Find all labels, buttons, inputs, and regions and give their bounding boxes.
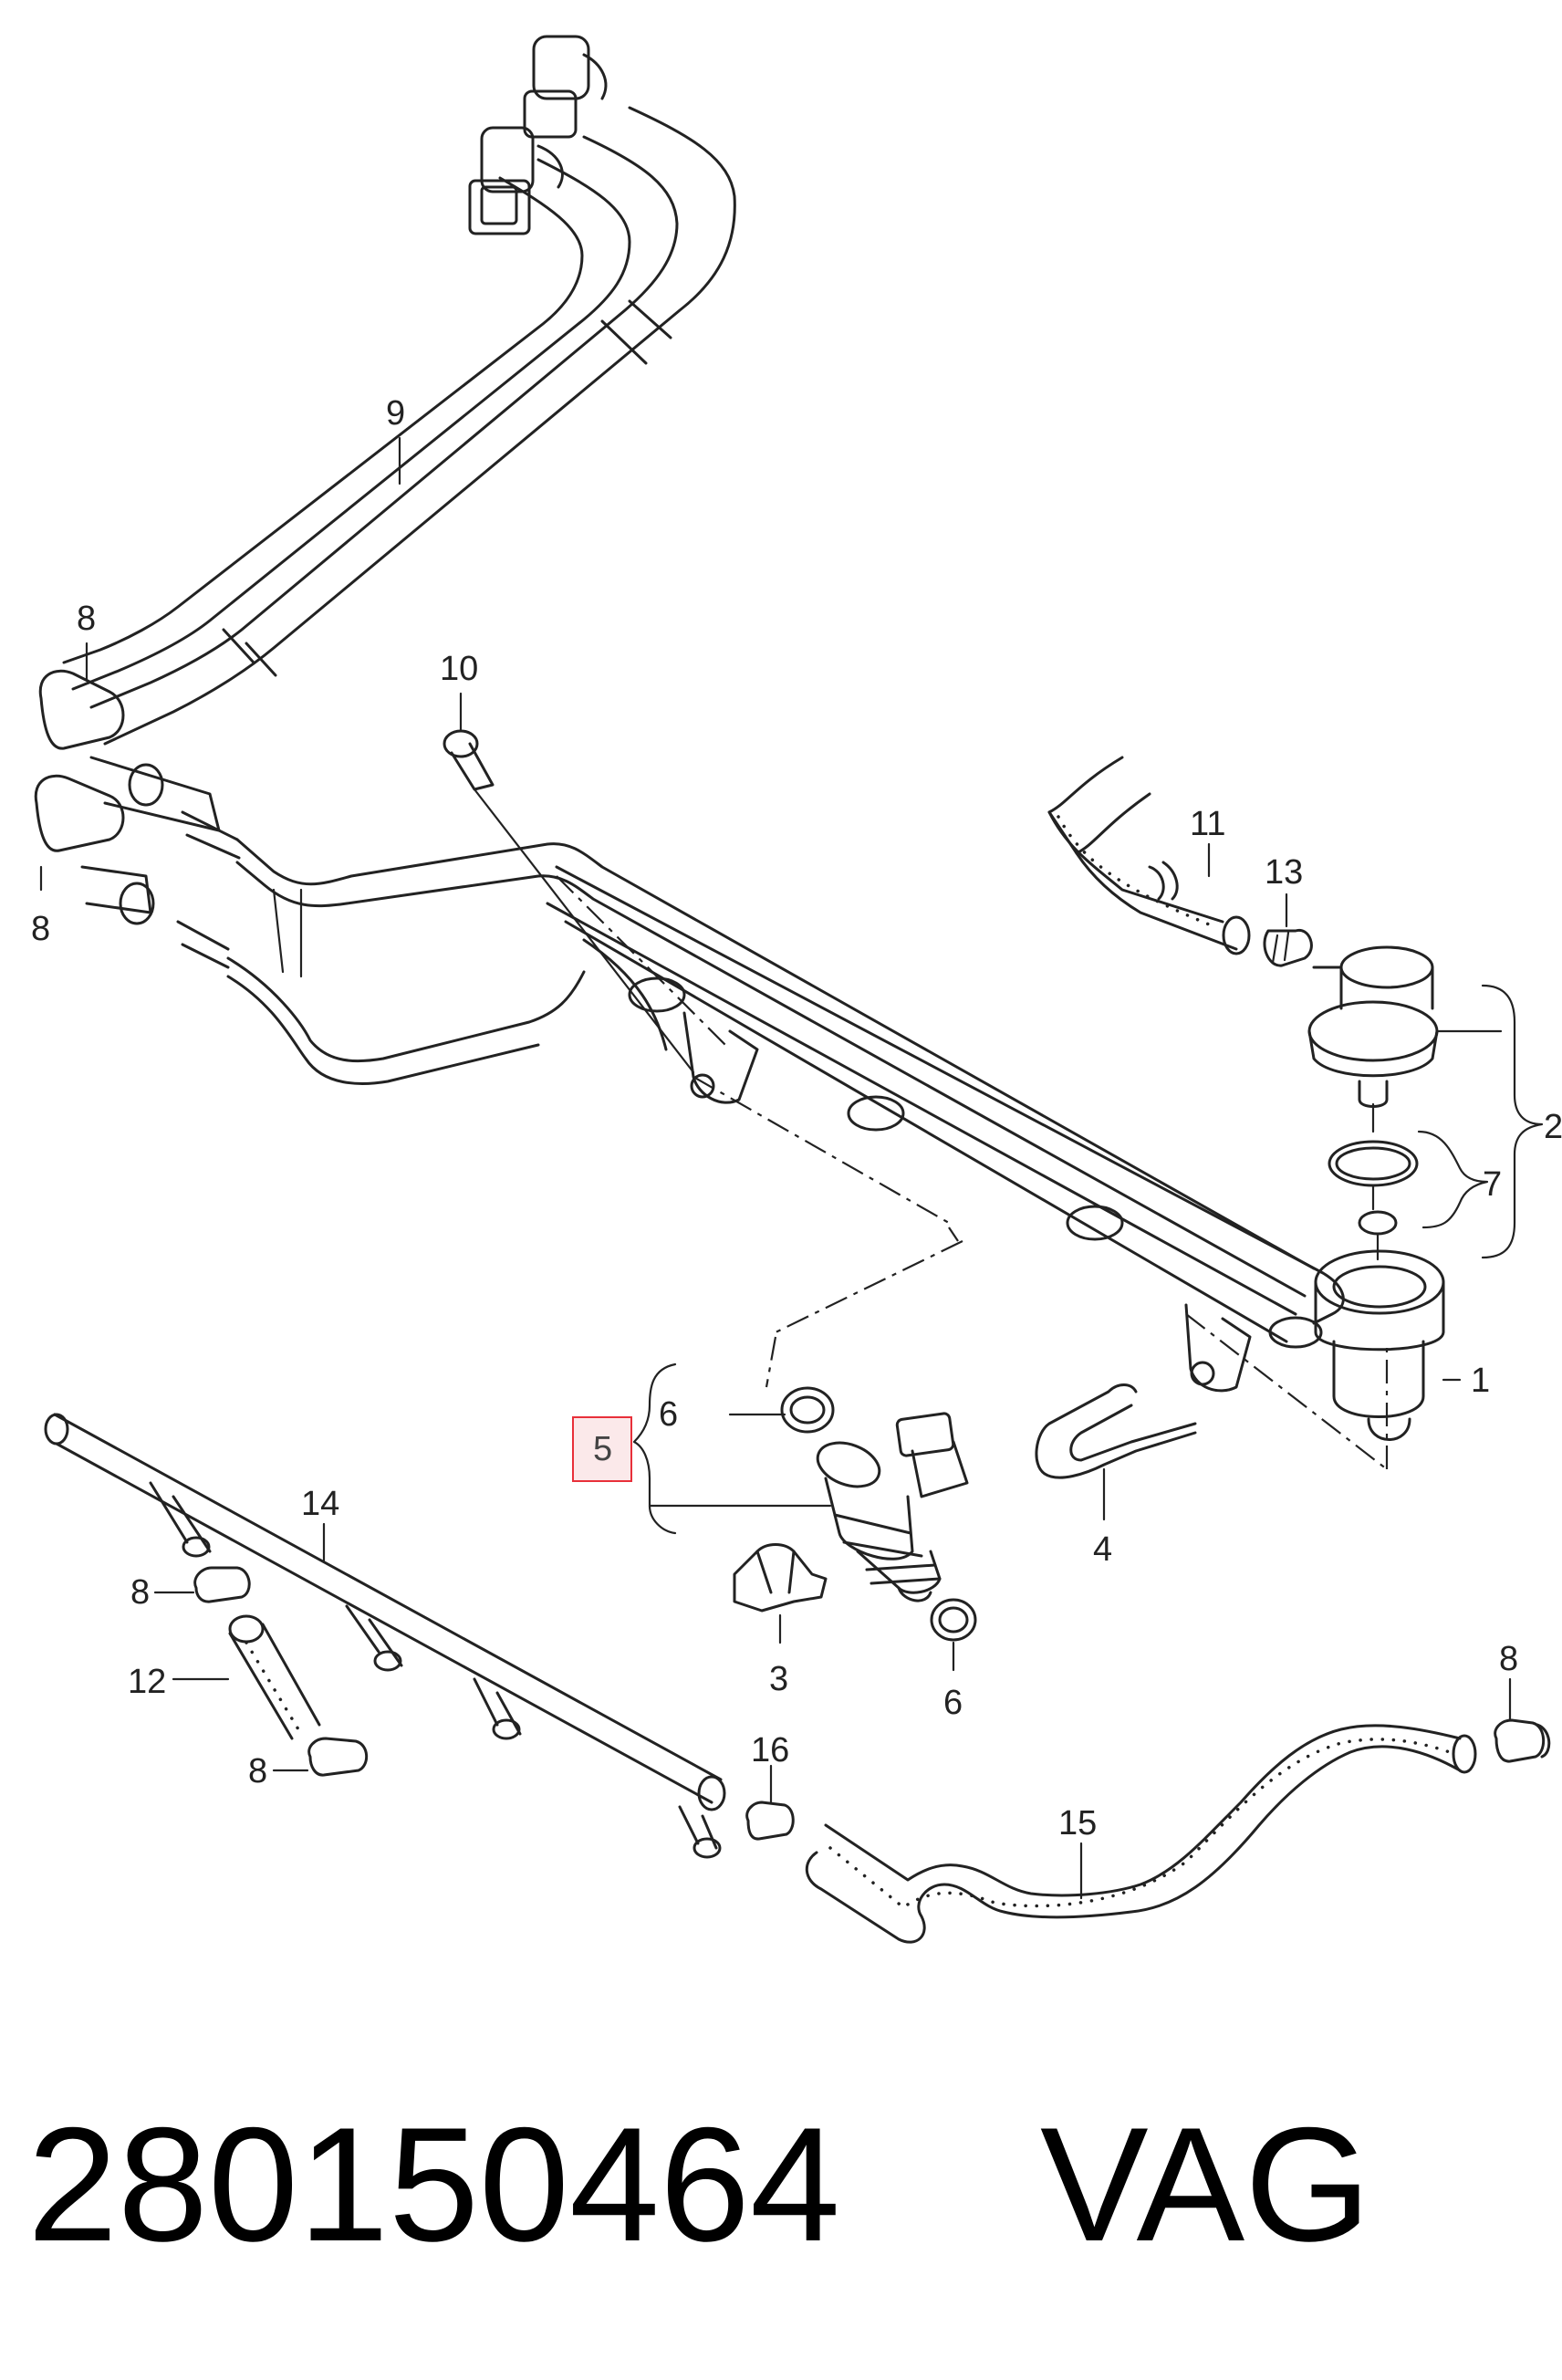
- callout-7: 7: [1483, 1165, 1502, 1204]
- callout-13: 13: [1265, 853, 1303, 892]
- callout-3: 3: [769, 1660, 788, 1698]
- callout-8-lower-a: 8: [130, 1573, 150, 1612]
- callout-16: 16: [751, 1731, 789, 1769]
- fuel-hose-assembly-9: [62, 35, 736, 746]
- highlight-box-5: [572, 1416, 632, 1482]
- callout-8-upper-left: 8: [77, 600, 96, 638]
- hose-ends-left: [34, 669, 241, 969]
- pressure-regulator-2: [1307, 945, 1503, 1133]
- o-ring-6-lower: [930, 1598, 977, 1672]
- callout-11: 11: [1190, 805, 1225, 843]
- bracket-5: [632, 1362, 677, 1535]
- fuel-injector-5: [816, 1412, 969, 1602]
- callout-6-lower: 6: [943, 1684, 963, 1722]
- callout-9: 9: [386, 394, 405, 433]
- callout-8-mid-left: 8: [31, 910, 50, 948]
- return-hose-15: [805, 1724, 1477, 1944]
- o-ring-6-upper: [728, 1386, 835, 1434]
- callout-6-upper: 6: [659, 1395, 678, 1434]
- callout-5: 5: [593, 1430, 612, 1468]
- o-rings-7: [1328, 1130, 1489, 1261]
- callout-10: 10: [440, 650, 478, 688]
- callout-8-right: 8: [1499, 1640, 1518, 1678]
- callout-8-lower-b: 8: [248, 1752, 267, 1790]
- clamp-13: [1263, 928, 1313, 967]
- hose-12: [172, 1614, 321, 1740]
- part-number-caption: 280150464: [27, 2093, 840, 2275]
- bracket-2: [1481, 984, 1544, 1259]
- callout-14: 14: [301, 1485, 339, 1523]
- callout-15: 15: [1058, 1804, 1097, 1842]
- vacuum-hose-11: [1047, 756, 1251, 955]
- clip-3: [733, 1543, 828, 1644]
- callout-2: 2: [1544, 1108, 1562, 1146]
- retaining-spring-4: [1035, 1383, 1197, 1521]
- clamp-8-right: [1494, 1677, 1551, 1763]
- distributor-pipe-14: [44, 1413, 726, 1859]
- callout-12: 12: [128, 1663, 166, 1701]
- callout-4: 4: [1093, 1530, 1112, 1569]
- brand-caption: VAG: [1040, 2093, 1371, 2275]
- clamp-16: [745, 1764, 795, 1841]
- return-pipe: [226, 838, 1316, 1298]
- clamp-8-lower-b: [272, 1737, 369, 1777]
- assembly-centre-lines: [556, 875, 1389, 1470]
- callout-1: 1: [1471, 1362, 1490, 1400]
- clamp-8-lower-a: [153, 1566, 251, 1603]
